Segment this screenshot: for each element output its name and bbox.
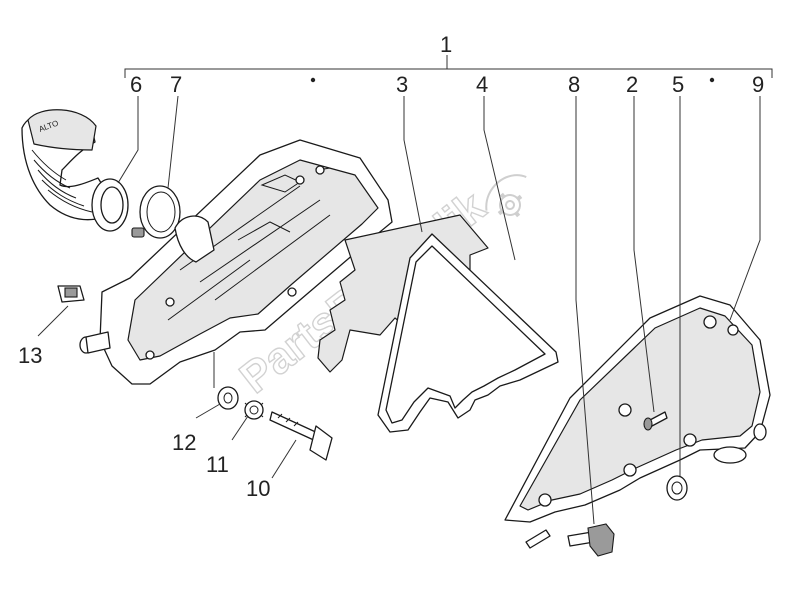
knob-screw	[525, 523, 615, 557]
callout-5: 5	[672, 72, 684, 97]
airbox-housing	[79, 139, 393, 385]
flat-washer	[217, 386, 239, 410]
callout-2: 2	[626, 72, 638, 97]
intake-hose: ALTO	[21, 109, 129, 232]
screw	[643, 411, 668, 431]
callout-labels: 1 2 3 4 5 6 7 8 9 10 11 12 13	[18, 32, 764, 501]
airbox-cover	[504, 295, 771, 523]
callout-10: 10	[246, 476, 270, 501]
watermark-gear-icon	[485, 174, 527, 218]
callout-7: 7	[170, 72, 182, 97]
callout-11: 11	[206, 452, 229, 477]
callout-4: 4	[476, 72, 488, 97]
callout-1: 1	[440, 32, 452, 57]
assembly-bracket	[124, 55, 773, 83]
callout-8: 8	[568, 72, 580, 97]
callout-12: 12	[172, 430, 196, 455]
hose-clamp	[131, 185, 181, 239]
callout-3: 3	[396, 72, 408, 97]
gasket	[377, 233, 559, 433]
bolt	[269, 411, 333, 461]
bushing	[666, 475, 688, 501]
star-washer	[244, 400, 264, 420]
callout-13: 13	[18, 343, 42, 368]
callout-9: 9	[752, 72, 764, 97]
callout-6: 6	[130, 72, 142, 97]
clip	[57, 285, 85, 303]
